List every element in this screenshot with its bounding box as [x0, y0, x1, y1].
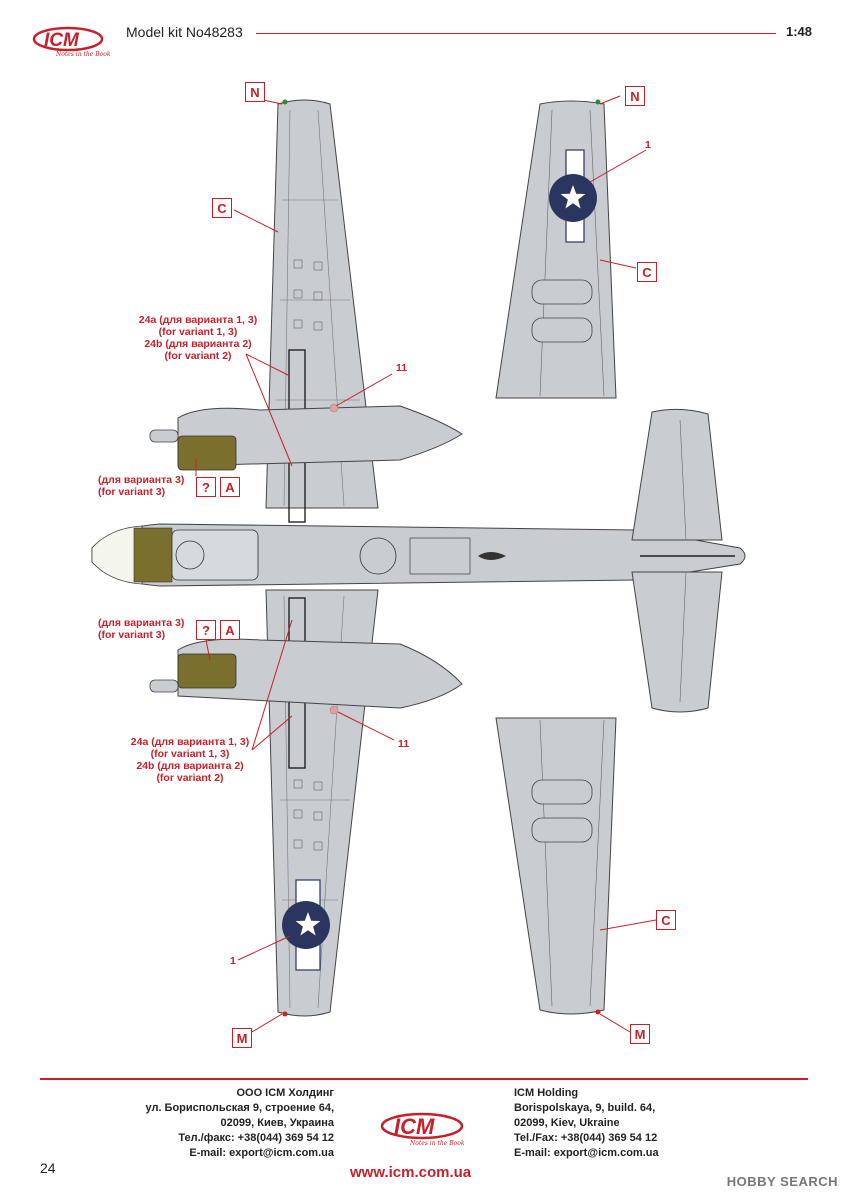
marker-question-upper: ?	[196, 477, 216, 497]
footer-divider	[40, 1078, 808, 1080]
footer-logo-text: ICM	[394, 1114, 435, 1139]
horizontal-stabilizer	[631, 408, 723, 541]
marker-n-right: N	[625, 86, 645, 106]
detail-wing-bottom	[495, 717, 617, 1015]
website-link[interactable]: www.icm.com.ua	[350, 1164, 472, 1181]
footer-address-ru: ООО ICM Холдинг ул. Бориспольская 9, стр…	[145, 1087, 334, 1159]
marker-a-upper: A	[220, 477, 240, 497]
marker-a-lower: A	[220, 620, 240, 640]
callout-11-bottom: 11	[398, 738, 410, 750]
note-24-lower: 24a (для варианта 1, 3) (for variant 1, …	[130, 736, 250, 784]
logo-tagline: Notes in the Book	[56, 51, 111, 58]
note-24-upper: 24a (для варианта 1, 3) (for variant 1, …	[138, 314, 258, 362]
footer-address-en: ICM Holding Borispolskaya, 9, build. 64,…	[514, 1087, 659, 1159]
detail-wing-top	[495, 100, 617, 399]
footer-logo-tagline: Notes in the Book	[410, 1140, 465, 1147]
icm-logo: ICM Notes in the Book	[30, 22, 112, 67]
callout-1-top: 1	[645, 139, 651, 151]
watermark: HOBBY SEARCH	[726, 1174, 838, 1189]
marker-question-lower: ?	[196, 620, 216, 640]
header-divider	[256, 33, 776, 34]
page-number: 24	[40, 1160, 56, 1176]
logo-text: ICM	[44, 30, 80, 51]
marker-n-left: N	[245, 82, 265, 102]
callout-1-bottom: 1	[230, 955, 236, 967]
scale-label: 1:48	[785, 24, 812, 39]
insignia-detail-top	[549, 149, 597, 243]
marker-c-left: C	[212, 198, 232, 218]
marker-m-right: M	[630, 1024, 650, 1044]
callout-11-top: 11	[396, 362, 408, 374]
marker-c-right-bottom: C	[656, 910, 676, 930]
lower-nacelle	[177, 638, 463, 709]
marker-c-right-top: C	[637, 262, 657, 282]
footer-logo: ICM Notes in the Book	[376, 1108, 472, 1157]
marker-m-left: M	[232, 1028, 252, 1048]
note-variant3-upper: (для варианта 3) (for variant 3)	[98, 474, 185, 498]
note-variant3-lower: (для варианта 3) (for variant 3)	[98, 617, 185, 641]
insignia-lower-wing	[282, 879, 330, 971]
upper-nacelle	[177, 405, 463, 467]
page-title: Model kit No48283	[126, 24, 243, 40]
